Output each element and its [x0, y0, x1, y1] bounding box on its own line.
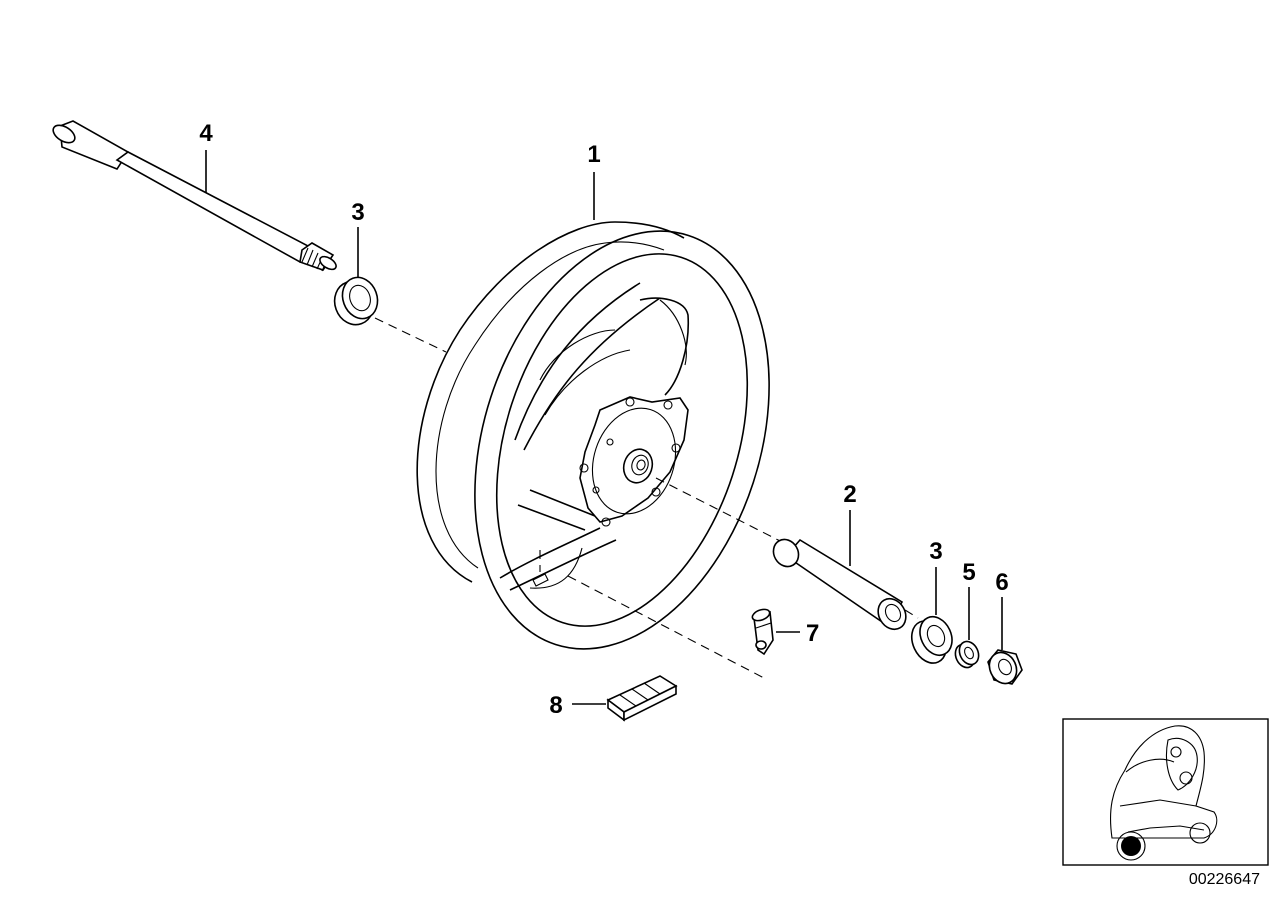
balance-weight-part-8 — [606, 675, 678, 722]
callout-5: 5 — [962, 559, 975, 586]
callout-8: 8 — [549, 692, 562, 719]
callout-6: 6 — [995, 569, 1008, 596]
assembly-line-right — [655, 477, 789, 546]
locator-inset — [1062, 718, 1269, 866]
callout-1: 1 — [587, 141, 600, 168]
assembly-line-left — [374, 317, 447, 353]
callout-3-right: 3 — [929, 538, 942, 565]
bearing-part-3-left — [333, 276, 379, 326]
wheel-part-1 — [416, 221, 770, 650]
assembly-line-valve-2 — [567, 575, 765, 679]
valve-part-7 — [751, 608, 774, 656]
axle-part-4 — [52, 120, 337, 272]
nut-part-6 — [987, 649, 1023, 685]
spacer-sleeve-part-2 — [772, 538, 907, 631]
bearing-part-3-right — [910, 615, 953, 664]
callout-4: 4 — [199, 120, 213, 147]
assembly-line-sleeve — [904, 609, 919, 619]
callout-7: 7 — [806, 620, 819, 647]
callout-3-left: 3 — [351, 199, 364, 226]
scooter-thumbnail — [1109, 725, 1218, 861]
washer-part-5 — [954, 640, 980, 669]
callout-2: 2 — [843, 481, 856, 508]
drawing-reference-number: 00226647 — [1189, 871, 1260, 888]
